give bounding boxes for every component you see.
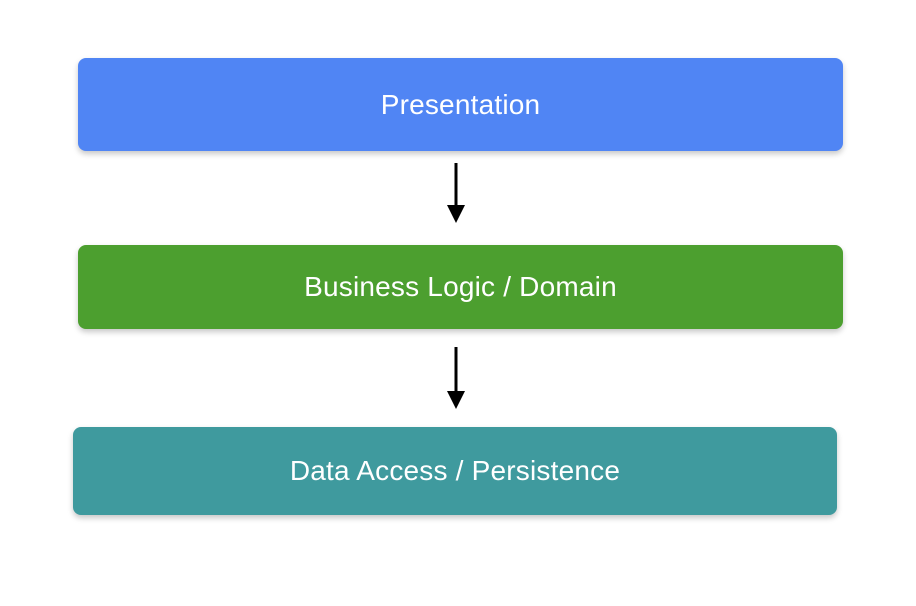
layer-box-data-access[interactable]: Data Access / Persistence (73, 427, 837, 515)
layer-label-data-access: Data Access / Persistence (289, 455, 621, 486)
layer-label-presentation: Presentation (380, 88, 541, 120)
layer-box-business-logic[interactable]: Business Logic / Domain (78, 245, 843, 329)
down-arrow-icon-business-to-data (447, 347, 465, 409)
down-arrow-icon-presentation-to-business (447, 163, 465, 223)
layer-box-presentation[interactable]: Presentation (78, 58, 843, 151)
layer-label-business-logic: Business Logic / Domain (304, 271, 617, 302)
